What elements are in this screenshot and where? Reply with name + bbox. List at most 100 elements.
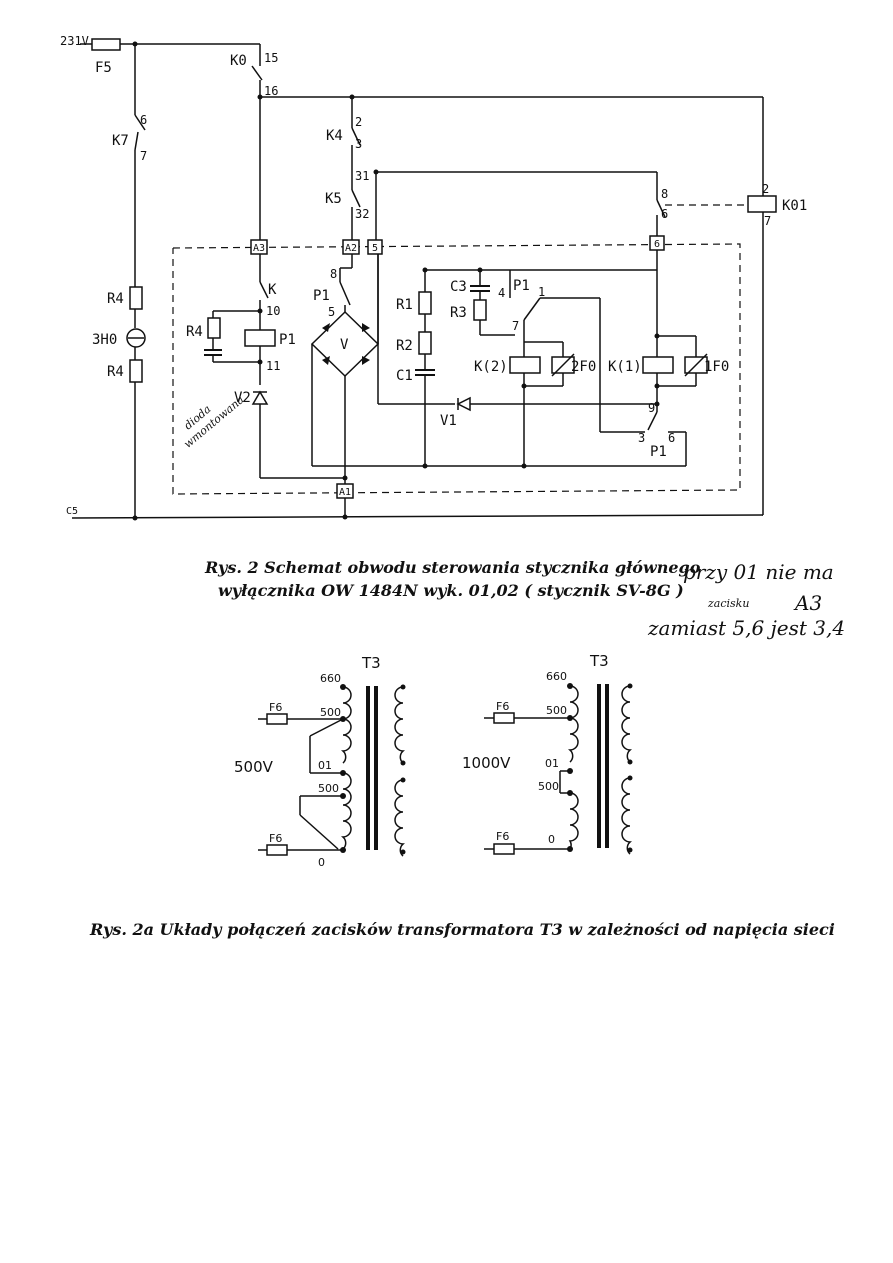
svg-text:R3: R3: [450, 305, 467, 321]
resistor-r1: [418, 291, 432, 315]
svg-text:01: 01: [545, 757, 559, 770]
svg-text:7: 7: [140, 149, 147, 163]
svg-text:4: 4: [498, 286, 505, 300]
coil-k1: [642, 356, 674, 374]
svg-text:3: 3: [355, 137, 362, 151]
svg-text:F6: F6: [496, 700, 509, 713]
resistor-r4-module: [207, 317, 221, 339]
svg-text:31: 31: [355, 169, 369, 183]
svg-text:T3: T3: [589, 652, 609, 670]
terminal-5: [367, 239, 383, 255]
svg-text:1: 1: [538, 285, 545, 299]
svg-text:500: 500: [546, 704, 567, 717]
fuse-f6-right-bottom: [493, 843, 515, 855]
svg-text:F6: F6: [269, 701, 282, 714]
svg-text:zacisku: zacisku: [707, 597, 749, 610]
fuse-f5: [91, 38, 121, 51]
svg-text:9: 9: [648, 401, 655, 415]
svg-text:A2: A2: [345, 243, 357, 254]
svg-text:R1: R1: [396, 297, 413, 313]
fuse-f5-label: F5: [95, 60, 112, 76]
k-label: K: [268, 282, 277, 298]
p1-contact-label: P1: [513, 278, 530, 294]
svg-text:2F0: 2F0: [571, 359, 596, 375]
svg-text:K(1): K(1): [608, 359, 642, 375]
svg-text:A3: A3: [793, 591, 822, 615]
svg-text:6: 6: [668, 431, 675, 445]
k01-coil: [747, 195, 777, 213]
caption-rys2-line1: Rys. 2 Schemat obwodu sterowania styczni…: [204, 558, 701, 577]
caption-rys2-line2: wyłącznika OW 1484N wyk. 01,02 ( styczni…: [218, 581, 684, 600]
svg-text:A1: A1: [339, 487, 351, 498]
k0-label: K0: [230, 53, 247, 69]
resistor-r3: [473, 299, 487, 321]
svg-text:3H0: 3H0: [92, 332, 117, 348]
svg-text:T3: T3: [361, 654, 381, 672]
caption-rys2a: Rys. 2a Układy połączeń zacisków transfo…: [89, 920, 835, 939]
svg-text:0: 0: [318, 856, 325, 869]
svg-text:8: 8: [330, 267, 337, 281]
return-label: C5: [66, 506, 78, 517]
resistor-r2: [418, 331, 432, 355]
svg-text:V1: V1: [440, 413, 457, 429]
fuse-f6-left-top: [266, 713, 288, 725]
svg-text:K(2): K(2): [474, 359, 508, 375]
voltage-500v: 500V: [234, 758, 274, 776]
svg-text:660: 660: [320, 672, 341, 685]
svg-text:7: 7: [764, 214, 771, 228]
coil-p1: [244, 329, 276, 347]
svg-text:6: 6: [661, 207, 668, 221]
svg-text:7: 7: [512, 319, 519, 333]
svg-text:F6: F6: [496, 830, 509, 843]
svg-text:zamiast 5,6 jest 3,4: zamiast 5,6 jest 3,4: [647, 616, 845, 640]
svg-text:16: 16: [264, 84, 278, 98]
coil-k2: [509, 356, 541, 374]
svg-text:przy 01 nie ma: przy 01 nie ma: [683, 560, 834, 584]
diode-v1: [456, 396, 471, 412]
svg-text:8: 8: [661, 187, 668, 201]
svg-text:C3: C3: [450, 279, 467, 295]
control-circuit-schematic: 231V F5 K0 15 16 K7 6 7 R4 3H0 R4: [60, 34, 807, 521]
svg-text:0: 0: [548, 833, 555, 846]
svg-text:R2: R2: [396, 338, 413, 354]
svg-text:6: 6: [140, 113, 147, 127]
svg-text:6: 6: [654, 239, 660, 250]
k5-label: K5: [325, 191, 342, 207]
svg-text:V: V: [340, 337, 349, 353]
transformer-right: T3 660 500 F6 01 500 0 F6 1000V: [462, 652, 633, 855]
handwritten-note: przy 01 nie ma zacisku A3 zamiast 5,6 je…: [647, 560, 845, 640]
svg-text:2: 2: [762, 182, 769, 196]
svg-text:3: 3: [638, 431, 645, 445]
svg-text:500: 500: [318, 782, 339, 795]
fuse-f6-left-bottom: [266, 844, 288, 856]
k4-label: K4: [326, 128, 343, 144]
svg-text:11: 11: [266, 359, 280, 373]
svg-text:32: 32: [355, 207, 369, 221]
svg-text:15: 15: [264, 51, 278, 65]
svg-text:P1: P1: [279, 332, 296, 348]
resistor-r4-top: [129, 286, 143, 310]
resistor-r4-bottom: [129, 359, 143, 383]
svg-text:660: 660: [546, 670, 567, 683]
svg-text:F6: F6: [269, 832, 282, 845]
fuse-f6-right-top: [493, 712, 515, 724]
svg-text:R4: R4: [107, 291, 124, 307]
svg-text:R4: R4: [107, 364, 124, 380]
svg-text:C1: C1: [396, 368, 413, 384]
svg-text:1F0: 1F0: [704, 359, 729, 375]
svg-text:A3: A3: [253, 243, 265, 254]
transformer-left: T3 660 500 F6 01 500 0 F6 500V: [234, 654, 406, 869]
diode-v2: [251, 390, 269, 405]
p1-lower-label: P1: [650, 444, 667, 460]
svg-text:5: 5: [328, 305, 335, 319]
supply-label: 231V: [60, 34, 89, 48]
svg-text:2: 2: [355, 115, 362, 129]
svg-text:5: 5: [372, 243, 378, 254]
k7-label: K7: [112, 133, 129, 149]
module-outline: [172, 243, 741, 495]
voltage-1000v: 1000V: [462, 754, 511, 772]
svg-text:R4: R4: [186, 324, 203, 340]
svg-text:500: 500: [320, 706, 341, 719]
